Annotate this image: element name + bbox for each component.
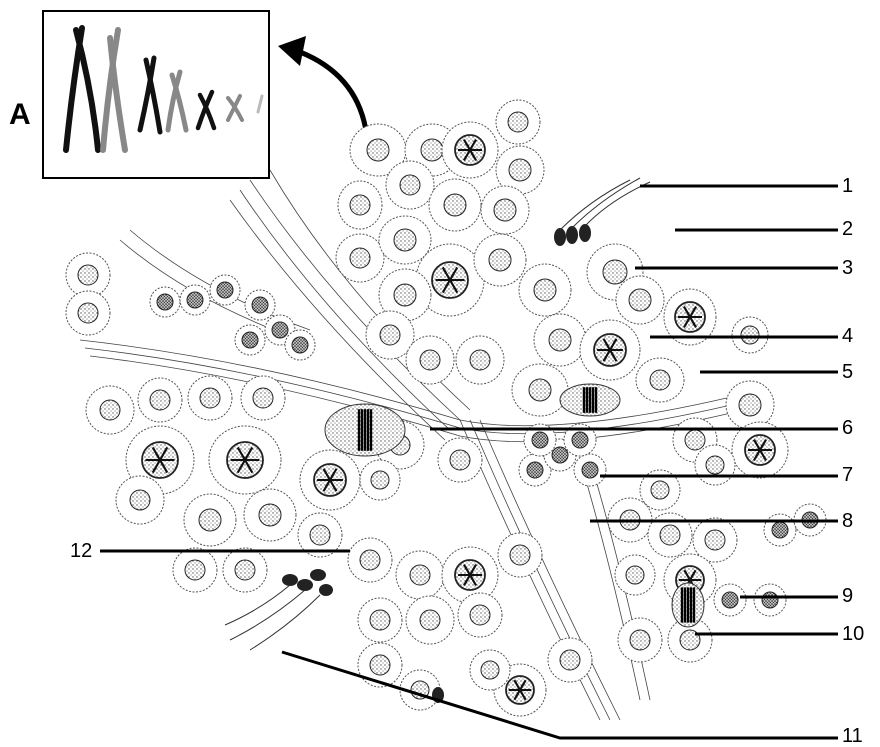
cell-nucleus xyxy=(705,530,725,550)
cell-nucleus xyxy=(722,592,738,608)
cell-nucleus xyxy=(199,509,221,531)
cell-nucleus xyxy=(253,388,273,408)
cell-nucleus xyxy=(510,545,530,565)
label-7: 7 xyxy=(842,465,853,485)
cell-nucleus xyxy=(350,248,370,268)
cell-nucleus xyxy=(450,450,470,470)
cell-nucleus xyxy=(470,605,490,625)
cell-nucleus xyxy=(217,282,233,298)
cell-nucleus xyxy=(532,432,548,448)
cell-nucleus xyxy=(470,350,490,370)
cell-nucleus xyxy=(741,326,759,344)
cell-nucleus xyxy=(259,504,281,526)
cell-nucleus xyxy=(481,661,499,679)
cell-nucleus xyxy=(78,265,98,285)
cell-nucleus xyxy=(549,329,571,351)
cell-nucleus xyxy=(157,294,173,310)
inset-label: A xyxy=(9,98,31,132)
cell-nucleus xyxy=(410,565,430,585)
cell-nucleus xyxy=(367,139,389,161)
cell-nucleus xyxy=(252,297,268,313)
cell-nucleus xyxy=(370,655,390,675)
cell-nucleus xyxy=(685,430,705,450)
cell-nucleus xyxy=(187,292,203,308)
cell-nucleus xyxy=(626,566,644,584)
cell-nucleus xyxy=(489,249,511,271)
cell-nucleus xyxy=(420,350,440,370)
cell-nucleus xyxy=(444,194,466,216)
cell-nucleus xyxy=(552,447,568,463)
cell-nucleus xyxy=(560,650,580,670)
label-2: 2 xyxy=(842,219,853,239)
label-10: 10 xyxy=(842,624,864,644)
label-5: 5 xyxy=(842,362,853,382)
cells-layer xyxy=(66,100,826,716)
cell-nucleus xyxy=(630,630,650,650)
cell-nucleus xyxy=(350,195,370,215)
cell-nucleus xyxy=(494,199,516,221)
cell-nucleus xyxy=(529,379,551,401)
label-8: 8 xyxy=(842,511,853,531)
cell-nucleus xyxy=(509,159,531,181)
cell-nucleus xyxy=(651,481,669,499)
cell-nucleus xyxy=(420,610,440,630)
cell-nucleus xyxy=(380,325,400,345)
cell-nucleus xyxy=(394,284,416,306)
cell-nucleus xyxy=(400,175,420,195)
cell-nucleus xyxy=(739,394,761,416)
cell-nucleus xyxy=(650,370,670,390)
cell-nucleus xyxy=(508,112,528,132)
cell-nucleus xyxy=(572,432,588,448)
cell-nucleus xyxy=(130,490,150,510)
cell-nucleus xyxy=(534,279,556,301)
cell-nucleus xyxy=(629,289,651,311)
label-6: 6 xyxy=(842,418,853,438)
label-3: 3 xyxy=(842,258,853,278)
cell-nucleus xyxy=(150,390,170,410)
cell-nucleus xyxy=(582,462,598,478)
chromosome-inset xyxy=(43,11,269,178)
cell-nucleus xyxy=(292,337,308,353)
cell-nucleus xyxy=(200,388,220,408)
cell-nucleus xyxy=(100,400,120,420)
cell-nucleus xyxy=(235,560,255,580)
cell-nucleus xyxy=(78,303,98,323)
cell-nucleus xyxy=(272,322,288,338)
label-1: 1 xyxy=(842,176,853,196)
cell-nucleus xyxy=(394,229,416,251)
cell-nucleus xyxy=(772,522,788,538)
cell-nucleus xyxy=(370,610,390,630)
cell-nucleus xyxy=(185,560,205,580)
cell-nucleus xyxy=(421,139,443,161)
label-9: 9 xyxy=(842,586,853,606)
cell-nucleus xyxy=(706,456,724,474)
label-11: 11 xyxy=(842,726,863,746)
cell-nucleus xyxy=(527,462,543,478)
cell-nucleus xyxy=(360,550,380,570)
cell-nucleus xyxy=(762,592,778,608)
cell-nucleus xyxy=(371,471,389,489)
cell-nucleus xyxy=(242,332,258,348)
label-4: 4 xyxy=(842,326,853,346)
cell-nucleus xyxy=(603,260,627,284)
cell-nucleus xyxy=(660,525,680,545)
cell-nucleus xyxy=(310,525,330,545)
label-12: 12 xyxy=(70,541,92,561)
